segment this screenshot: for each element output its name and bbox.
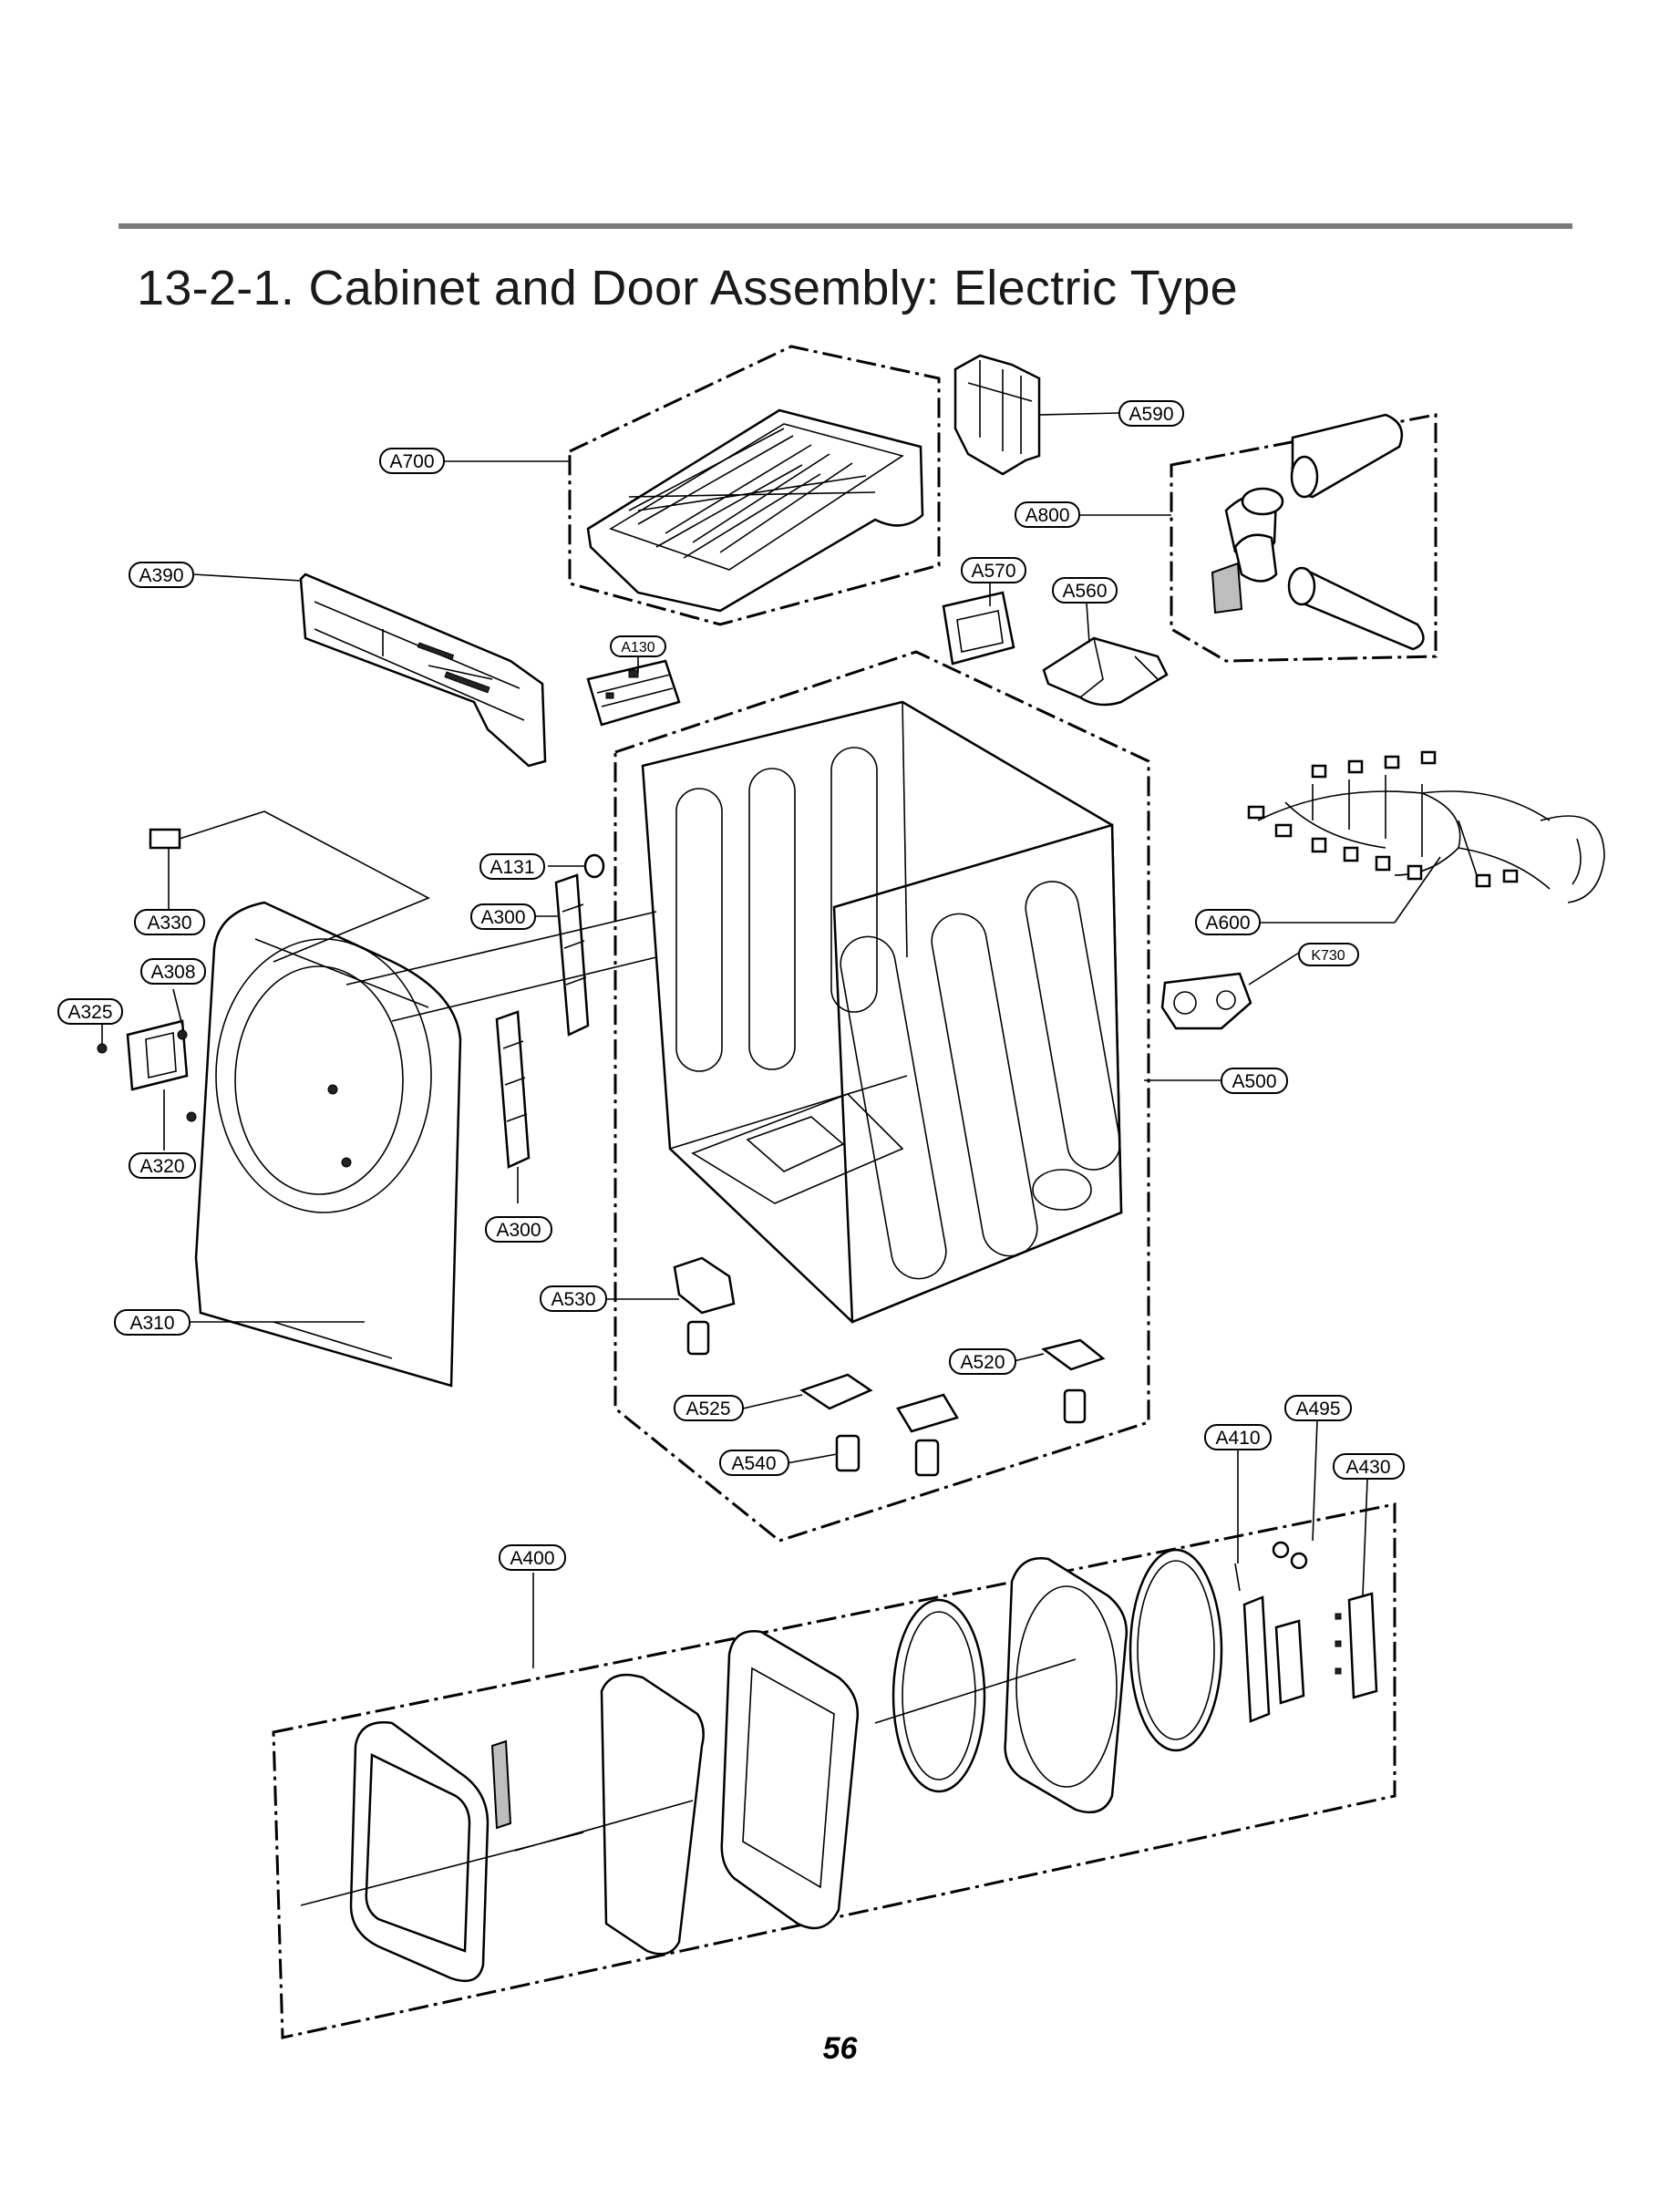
label-a410: A410 — [1204, 1424, 1272, 1450]
svg-text:A500: A500 — [1232, 1071, 1276, 1092]
label-k730: K730 — [1298, 943, 1359, 966]
a330-switch-part — [149, 810, 430, 963]
svg-text:A130: A130 — [621, 640, 654, 655]
leader-lines — [101, 412, 1441, 1668]
label-a130: A130 — [610, 635, 666, 657]
a300-hinge-top-part — [554, 873, 590, 1037]
a560-duct-part — [1042, 636, 1169, 707]
svg-text:A131: A131 — [490, 857, 534, 878]
label-a390: A390 — [129, 562, 194, 588]
svg-text:A330: A330 — [147, 913, 191, 934]
svg-text:A800: A800 — [1025, 505, 1069, 526]
a700-tray-part — [586, 408, 924, 613]
svg-text:A530: A530 — [551, 1289, 595, 1310]
label-a500: A500 — [1221, 1068, 1288, 1094]
a530-bracket-part — [673, 1256, 736, 1356]
label-a540: A540 — [719, 1450, 789, 1476]
a600-harness-part — [1247, 750, 1605, 903]
svg-text:A525: A525 — [685, 1398, 730, 1419]
a320-latch-part — [126, 1019, 189, 1091]
a131-bushing-part — [583, 853, 605, 879]
svg-text:A400: A400 — [510, 1548, 554, 1569]
header-rule — [119, 223, 1572, 229]
svg-text:A560: A560 — [1062, 581, 1107, 602]
svg-text:A300: A300 — [480, 907, 525, 928]
label-a570: A570 — [961, 557, 1026, 583]
boundary-cabinet — [613, 650, 1150, 1543]
a570-plate-part — [942, 591, 1015, 666]
svg-text:A540: A540 — [731, 1453, 776, 1474]
svg-text:A310: A310 — [129, 1313, 174, 1334]
label-a590: A590 — [1118, 400, 1184, 427]
a500-cabinet-part — [641, 700, 1123, 1324]
label-a310: A310 — [114, 1309, 191, 1336]
a800-duct-parts — [1211, 413, 1425, 651]
label-a330: A330 — [134, 909, 205, 935]
label-a700: A700 — [379, 448, 445, 474]
a390-panel-part — [299, 573, 547, 768]
svg-text:A410: A410 — [1215, 1428, 1260, 1449]
label-a560: A560 — [1052, 577, 1118, 604]
page-number: 56 — [822, 2031, 858, 2066]
a520-bracket-part — [1041, 1338, 1106, 1424]
label-a600: A600 — [1195, 909, 1261, 935]
label-a495: A495 — [1284, 1395, 1352, 1421]
label-a525: A525 — [674, 1395, 744, 1421]
label-a308: A308 — [140, 958, 206, 985]
svg-text:A325: A325 — [67, 1002, 112, 1023]
svg-text:A700: A700 — [389, 451, 434, 472]
svg-text:A300: A300 — [496, 1220, 541, 1241]
label-a800: A800 — [1015, 501, 1080, 528]
label-a400: A400 — [499, 1544, 566, 1571]
label-a131: A131 — [479, 853, 545, 880]
svg-text:A570: A570 — [971, 561, 1015, 582]
svg-text:A308: A308 — [150, 962, 195, 983]
k730-valve-part — [1160, 972, 1252, 1030]
svg-text:A495: A495 — [1295, 1398, 1340, 1419]
svg-text:A320: A320 — [139, 1156, 184, 1177]
label-a320: A320 — [129, 1152, 196, 1179]
label-a300-bottom: A300 — [485, 1216, 552, 1243]
a310-front-panel-part — [194, 901, 657, 1388]
svg-text:K730: K730 — [1311, 948, 1345, 964]
a540-foot-part — [835, 1393, 959, 1477]
page-title: 13-2-1. Cabinet and Door Assembly: Elect… — [137, 261, 1238, 315]
svg-text:A590: A590 — [1129, 404, 1173, 425]
svg-text:A390: A390 — [139, 565, 183, 586]
a525-bracket-part — [799, 1373, 873, 1410]
label-a325: A325 — [57, 998, 123, 1025]
label-a300-top: A300 — [470, 903, 536, 930]
a130-pcb-part — [586, 659, 681, 727]
svg-text:A430: A430 — [1345, 1457, 1390, 1478]
label-a520: A520 — [949, 1348, 1016, 1375]
svg-text:A520: A520 — [960, 1352, 1005, 1373]
boundary-a700 — [568, 345, 941, 626]
screws-part — [97, 1029, 352, 1168]
label-a430: A430 — [1333, 1453, 1405, 1480]
a400-door-parts — [300, 1541, 1378, 1983]
a590-bracket-part — [953, 354, 1041, 476]
svg-text:A600: A600 — [1205, 913, 1250, 934]
a300-hinge-bottom-part — [495, 1010, 531, 1169]
label-a530: A530 — [540, 1285, 607, 1312]
